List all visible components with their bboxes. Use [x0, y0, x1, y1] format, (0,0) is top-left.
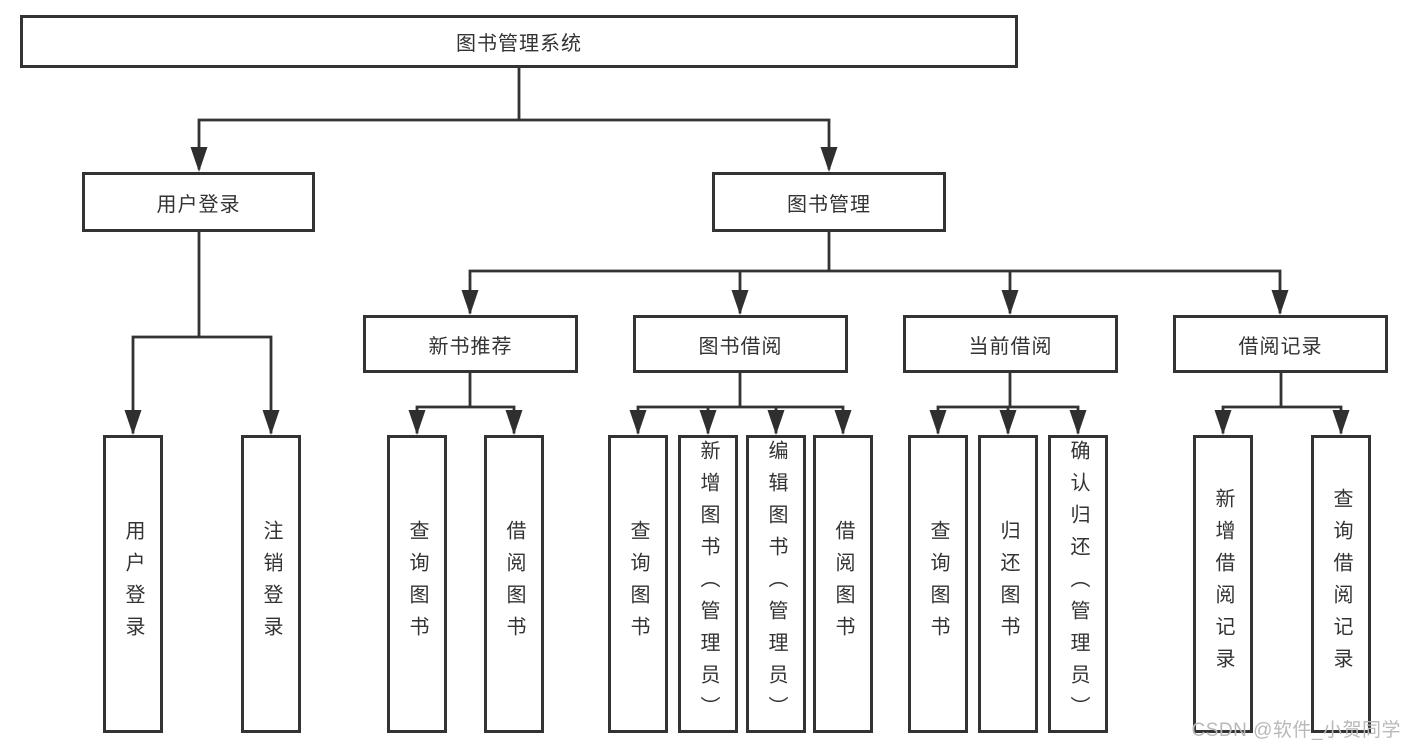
arrow-icon: [408, 410, 426, 435]
leaf-logout: 注销登录: [241, 435, 301, 733]
arrow-icon: [699, 410, 717, 435]
leaf-query-borrow-record: 查询借阅记录: [1311, 435, 1371, 733]
arrow-icon: [731, 290, 749, 315]
leaf-return-book: 归还图书: [978, 435, 1038, 733]
leaf-borrow-book-2: 借阅图书: [813, 435, 873, 733]
arrow-icon: [1214, 410, 1232, 435]
node-user-login: 用户登录: [82, 172, 315, 232]
leaf-add-book-admin: 新增图书（管理员）: [678, 435, 738, 733]
leaf-query-book-1: 查询图书: [387, 435, 447, 733]
leaf-query-book-2: 查询图书: [608, 435, 668, 733]
leaf-label: 新增图书（管理员）: [697, 440, 719, 728]
leaf-confirm-return-admin: 确认归还（管理员）: [1048, 435, 1108, 733]
arrow-icon: [190, 147, 208, 172]
arrow-icon: [629, 410, 647, 435]
arrow-icon: [999, 410, 1017, 435]
leaf-label: 新增借阅记录: [1212, 488, 1234, 680]
leaf-label: 借阅图书: [832, 520, 854, 648]
leaf-query-book-3: 查询图书: [908, 435, 968, 733]
node-book-borrow: 图书借阅: [633, 315, 848, 373]
node-new-book-recommend: 新书推荐: [363, 315, 578, 373]
arrow-icon: [262, 410, 280, 435]
leaf-user-login: 用户登录: [103, 435, 163, 733]
leaf-edit-book-admin: 编辑图书（管理员）: [746, 435, 806, 733]
arrow-icon: [1332, 410, 1350, 435]
leaf-label: 借阅图书: [503, 520, 525, 648]
leaf-label: 查询图书: [627, 520, 649, 648]
arrow-icon: [929, 410, 947, 435]
leaf-label: 查询图书: [406, 520, 428, 648]
arrow-icon: [1271, 290, 1289, 315]
arrow-icon: [1001, 290, 1019, 315]
arrow-icon: [505, 410, 523, 435]
leaf-label: 编辑图书（管理员）: [765, 440, 787, 728]
leaf-label: 注销登录: [260, 520, 282, 648]
leaf-label: 归还图书: [997, 520, 1019, 648]
leaf-label: 查询图书: [927, 520, 949, 648]
leaf-label: 查询借阅记录: [1330, 488, 1352, 680]
arrow-icon: [124, 410, 142, 435]
node-current-borrow: 当前借阅: [903, 315, 1118, 373]
arrow-icon: [820, 147, 838, 172]
leaf-label: 用户登录: [122, 520, 144, 648]
arrow-icon: [767, 410, 785, 435]
node-root: 图书管理系统: [20, 15, 1018, 68]
arrow-icon: [1069, 410, 1087, 435]
arrow-icon: [834, 410, 852, 435]
node-book-management: 图书管理: [712, 172, 946, 232]
leaf-borrow-book-1: 借阅图书: [484, 435, 544, 733]
arrow-icon: [461, 290, 479, 315]
leaf-add-borrow-record: 新增借阅记录: [1193, 435, 1253, 733]
node-borrow-records: 借阅记录: [1173, 315, 1388, 373]
watermark-text: CSDN @软件_小贺同学: [1191, 720, 1401, 741]
leaf-label: 确认归还（管理员）: [1067, 440, 1089, 728]
